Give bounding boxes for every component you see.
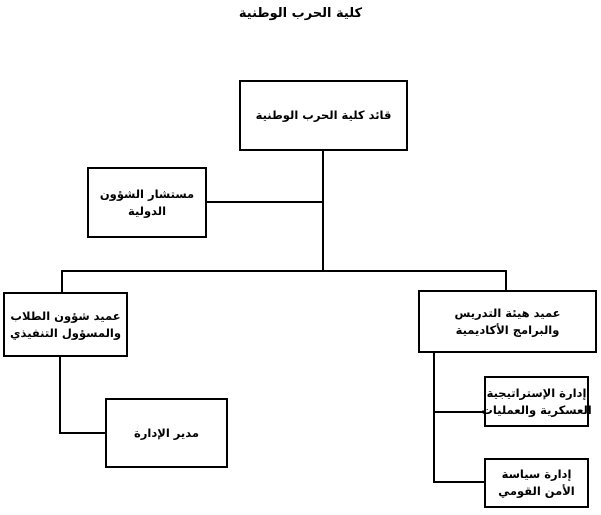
node-dean-of-students: عميد شؤون الطلاب والمسؤول التنفيذي	[3, 292, 128, 357]
connector-advisor	[207, 201, 323, 203]
connector-to-security-dept	[433, 481, 484, 483]
connector-commander-trunk	[322, 151, 324, 271]
node-security-dept-label-line2: الأمن القومي	[498, 484, 575, 498]
node-international-affairs-advisor: مستشار الشؤون الدولية	[87, 167, 207, 238]
connector-main-horizontal	[61, 270, 507, 272]
node-strategy-dept-label-line1: إدارة الإستراتيجية	[486, 385, 587, 400]
node-commander-label: قائد كلية الحرب الوطنية	[255, 108, 392, 122]
node-admin-director-label: مدير الإدارة	[134, 425, 199, 440]
node-national-security-policy-dept: إدارة سياسة الأمن القومي	[484, 458, 589, 508]
node-security-dept-label-line1: إدارة سياسة	[501, 467, 572, 481]
node-dean-students-label-line1: عميد شؤون الطلاب	[10, 308, 121, 323]
connector-dean-students-down	[59, 357, 61, 434]
connector-left-drop	[61, 270, 63, 292]
node-advisor-label-line2: الدولية	[127, 203, 167, 218]
node-dean-students-label-line2: والمسؤول التنفيذي	[10, 325, 121, 340]
connector-right-drop	[505, 270, 507, 290]
node-dean-faculty-label-line1: عميد هيئة التدريس	[454, 305, 561, 320]
connector-to-admin-director	[59, 432, 105, 434]
page-title: كلية الحرب الوطنية	[238, 6, 363, 21]
node-advisor-label-line1: مستشار الشؤون	[99, 186, 195, 201]
connector-to-strategy-dept	[433, 411, 484, 413]
node-admin-director: مدير الإدارة	[105, 398, 228, 468]
node-strategy-operations-dept: إدارة الإستراتيجية العسكرية والعمليات	[481, 376, 592, 427]
connector-dean-faculty-down	[433, 353, 435, 483]
node-dean-of-faculty: عميد هيئة التدريس والبرامج الأكاديمية	[418, 290, 597, 353]
node-dean-faculty-label-line2: والبرامج الأكاديمية	[455, 322, 560, 337]
node-strategy-dept-label-line2: العسكرية والعمليات	[481, 402, 592, 417]
node-commander: قائد كلية الحرب الوطنية	[239, 80, 408, 151]
